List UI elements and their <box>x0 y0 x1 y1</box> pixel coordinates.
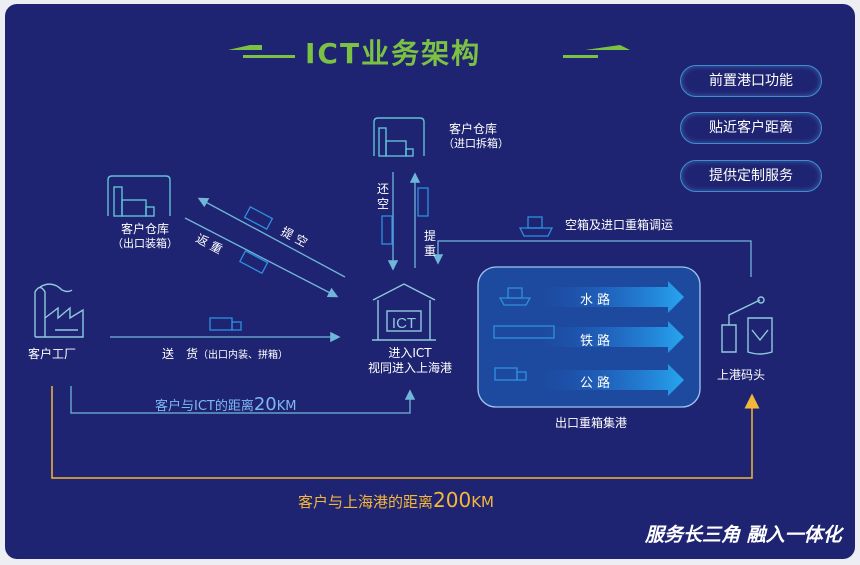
page-title: ICT业务架构 <box>305 37 482 70</box>
transfer-label: 空箱及进口重箱调运 <box>565 218 674 232</box>
distance-ict-line <box>70 386 416 414</box>
delivery-text: 送 货 <box>162 347 199 361</box>
pickup-empty-arrow <box>197 197 346 278</box>
feature-label: 贴近客户距离 <box>709 120 793 136</box>
ict-architecture-panel: ICT ICT业务架构 前置港口功能 贴近客户距离 提供定制服务 客户仓库（进口… <box>5 4 855 559</box>
title-dash-left <box>228 45 295 58</box>
return-empty-label: 还空 <box>377 182 390 211</box>
distance-port-line <box>51 386 760 479</box>
route-water: 水 路 <box>580 293 611 308</box>
route-road: 公 路 <box>580 376 611 391</box>
pickup-full-label: 提重 <box>424 229 437 258</box>
delivery-label: 送 货（出口内装、拼箱） <box>162 347 288 363</box>
distance-ict-label: 客户与ICT的距离20KM <box>155 394 297 415</box>
port-label: 上港码头 <box>717 368 766 382</box>
diagram-lines: ICT <box>34 45 773 479</box>
port-crane-icon <box>721 296 773 355</box>
transfer-line <box>432 240 752 277</box>
import-warehouse-icon <box>373 117 425 157</box>
title-dash-right <box>563 45 630 58</box>
feature-label: 前置港口功能 <box>709 73 793 89</box>
factory-label: 客户工厂 <box>28 347 77 361</box>
feature-pill-port-function: 前置港口功能 <box>680 65 822 97</box>
ict-building-icon <box>372 283 436 341</box>
ict-logo-text: ICT <box>392 315 416 332</box>
consolidation-label: 出口重箱集港 <box>555 416 628 430</box>
export-warehouse-icon <box>107 175 171 217</box>
slogan: 服务长三角 融入一体化 <box>645 524 842 546</box>
export-warehouse-label: 客户仓库（出口装箱） <box>112 222 178 250</box>
feature-pill-close-to-customer: 贴近客户距离 <box>680 112 822 144</box>
route-rail: 铁 路 <box>580 334 611 349</box>
import-warehouse-label: 客户仓库（进口拆箱） <box>443 122 509 150</box>
truck-icons <box>209 187 555 381</box>
feature-pill-custom-service: 提供定制服务 <box>680 160 822 192</box>
delivery-note: （出口内装、拼箱） <box>198 350 289 361</box>
feature-label: 提供定制服务 <box>709 168 793 184</box>
factory-icon <box>34 283 84 338</box>
distance-port-label: 客户与上海港的距离200KM <box>298 488 494 512</box>
route-arrows <box>540 281 684 396</box>
return-full-arrow <box>184 217 339 298</box>
